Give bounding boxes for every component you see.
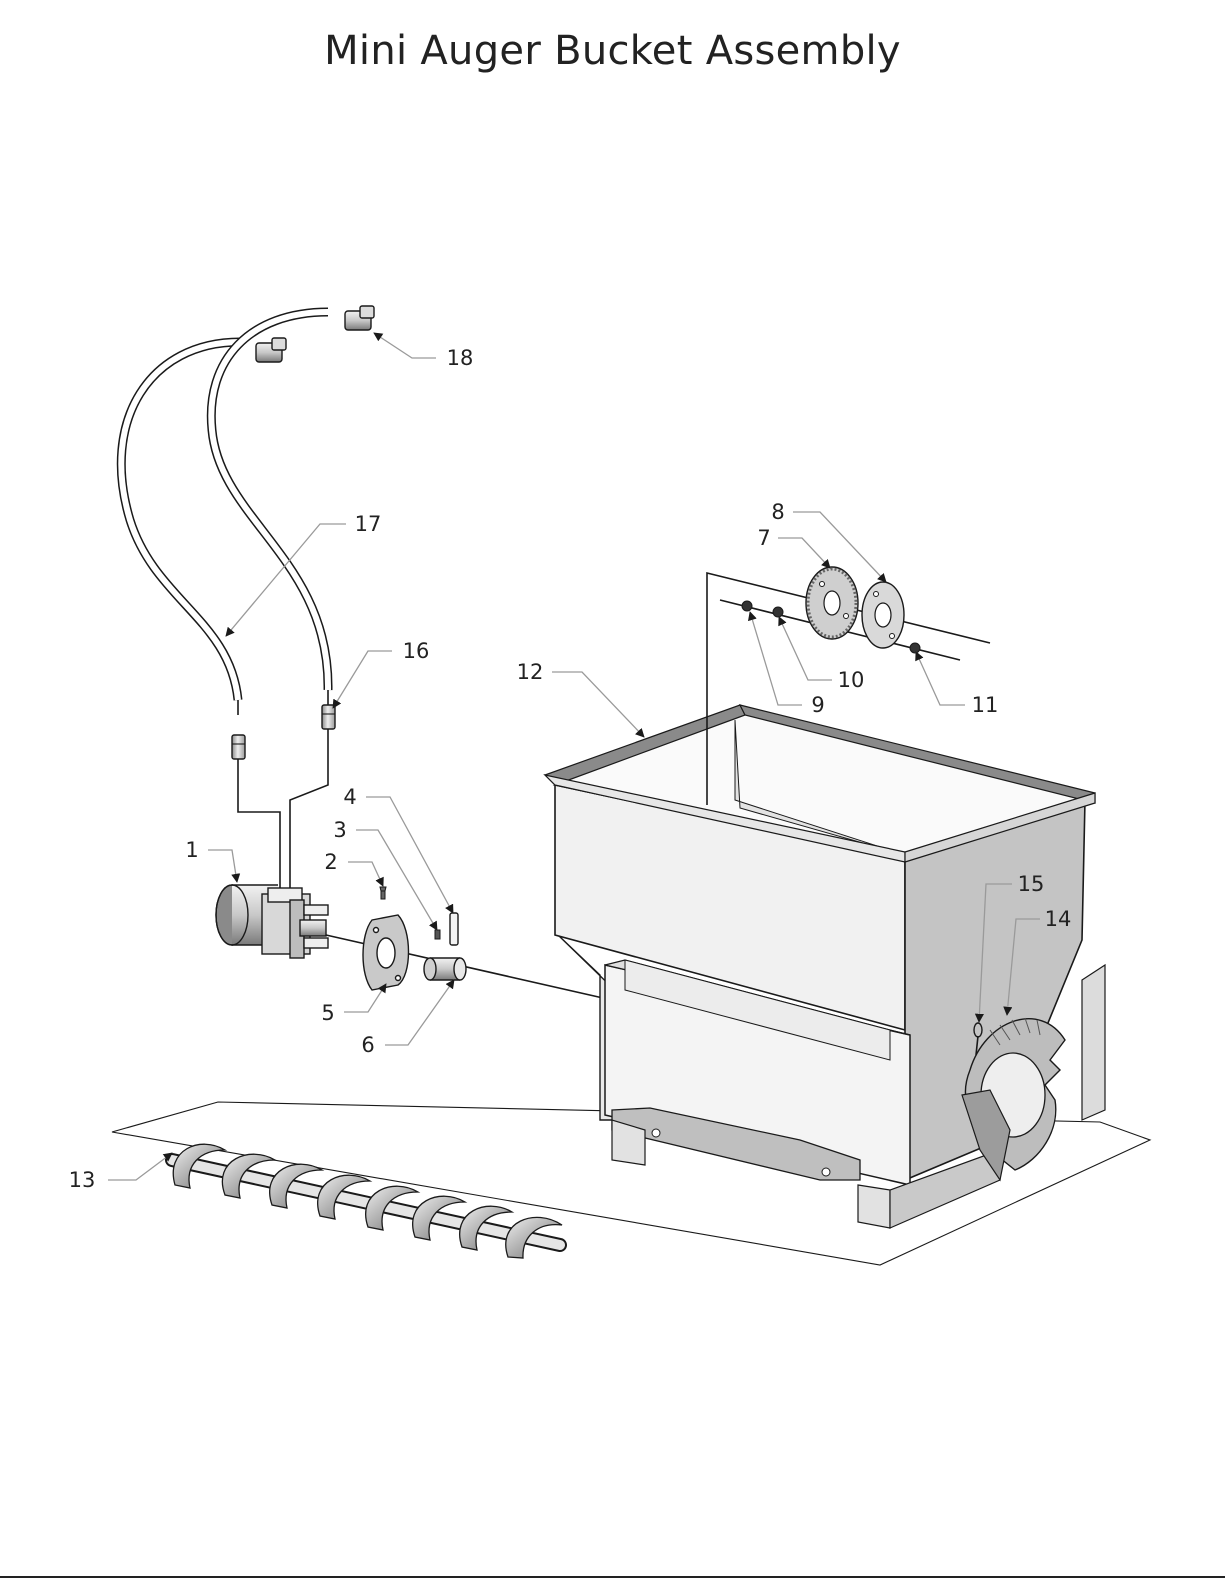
callout-17: 17 (355, 512, 382, 536)
callout-14: 14 (1045, 907, 1072, 931)
hose-assembly (121, 312, 328, 715)
hose-fitting-left (232, 735, 245, 759)
auger-screw (172, 1144, 562, 1258)
callout-8: 8 (771, 500, 784, 524)
callout-10: 10 (838, 668, 865, 692)
elbow-fitting-upper (345, 306, 374, 330)
callout-13: 13 (69, 1168, 96, 1192)
hose-fitting-right (322, 705, 335, 729)
callout-18: 18 (447, 346, 474, 370)
mounting-flange (862, 582, 904, 648)
callout-2: 2 (324, 850, 337, 874)
callout-12: 12 (517, 660, 544, 684)
callout-15: 15 (1018, 872, 1045, 896)
callout-5: 5 (321, 1001, 334, 1025)
callout-9: 9 (811, 693, 824, 717)
grease-fitting (380, 887, 386, 899)
callout-11: 11 (972, 693, 999, 717)
shaft-key (450, 913, 458, 945)
shaft-bushing (424, 958, 466, 980)
bolt-9 (742, 601, 752, 611)
bearing-flange (363, 915, 409, 990)
callout-3: 3 (333, 818, 346, 842)
set-screw (435, 930, 440, 939)
page-bottom-rule (0, 1576, 1225, 1578)
callout-7: 7 (757, 526, 770, 550)
nut-11 (910, 643, 920, 653)
callout-1: 1 (185, 838, 198, 862)
callout-16: 16 (403, 639, 430, 663)
callout-6: 6 (361, 1033, 374, 1057)
washer-10 (773, 607, 783, 617)
sprocket-gear (806, 567, 858, 639)
elbow-fitting-lower (256, 338, 286, 362)
callout-4: 4 (343, 785, 356, 809)
hydraulic-motor (216, 885, 328, 958)
